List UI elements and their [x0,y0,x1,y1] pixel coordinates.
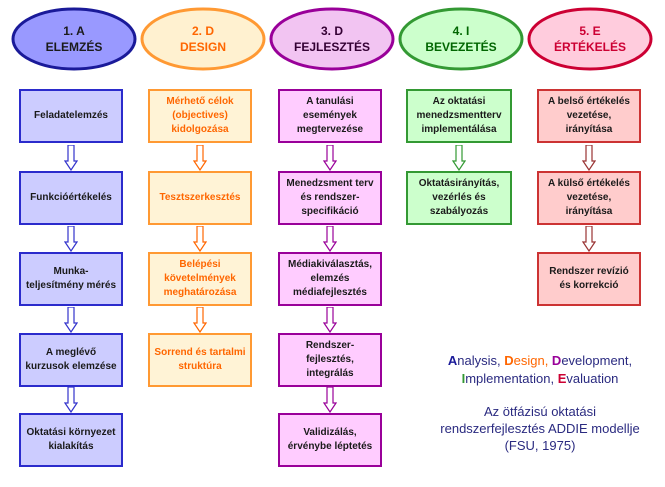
phase-ellipse [269,7,395,71]
design-step-box: Mérhető célok (objectives) kidolgozása [148,89,252,143]
implementation-step-box: Oktatásirányítás, vezérlés és szabályozá… [406,171,512,225]
phase-name: BEVEZETÉS [425,40,497,54]
development-step-box: A tanulási események megtervezése [278,89,382,143]
design-step-box: Tesztszerkesztés [148,171,252,225]
design-step-box: Belépési követelmények meghatározása [148,252,252,306]
down-arrow-icon [582,226,596,252]
analysis-step-box: Munka-teljesítmény mérés [19,252,123,306]
phase-header-analysis: 1. A ELEMZÉS [10,6,138,72]
phase-ellipse [398,7,524,71]
phase-title: 4. I BEVEZETÉS [397,6,525,72]
phase-header-development: 3. D FEJLESZTÉS [268,6,396,72]
phase-number: 5. E [579,24,601,38]
phase-header-design: 2. D DESIGN [139,6,267,72]
legend-design-initial: D [504,353,514,368]
down-arrow-icon [64,145,78,171]
down-arrow-icon [193,226,207,252]
phase-name: ÉRTÉKELÉS [553,40,626,54]
down-arrow-icon [582,145,596,171]
down-arrow-icon [64,307,78,333]
phase-ellipse [140,7,266,71]
implementation-step-box: Az oktatási menedzsmentterv implementálá… [406,89,512,143]
evaluation-step-box: A külső értékelés vezetése, irányítása [537,171,641,225]
legend-implementation-initial: I [461,371,466,386]
legend-evaluation-rest: valuation [566,371,619,386]
down-arrow-icon [193,145,207,171]
phase-title: 2. D DESIGN [139,6,267,72]
phase-number: 1. A [63,24,85,38]
legend-analysis-initial: A [447,353,458,368]
phase-name: ELEMZÉS [45,40,103,54]
evaluation-step-box: A belső értékelés vezetése, irányítása [537,89,641,143]
addie-acronym-legend: Analysis, Design, Development, Implement… [420,352,660,388]
phase-ellipse [527,7,653,71]
caption-line: rendszerfejlesztés ADDIE modellje [440,421,640,436]
down-arrow-icon [323,387,337,413]
analysis-step-box: Feladatelemzés [19,89,123,143]
model-caption: Az ötfázisú oktatási rendszerfejlesztés … [420,403,660,454]
legend-implementation-rest: mplementation, [465,371,558,386]
development-step-box: Rendszer-fejlesztés, integrálás [278,333,382,387]
phase-title: 5. E ÉRTÉKELÉS [526,6,654,72]
development-step-box: Médiakiválasztás, elemzés médiafejleszté… [278,252,382,306]
legend-analysis-rest: nalysis, [457,353,505,368]
evaluation-step-box: Rendszer revízió és korrekció [537,252,641,306]
legend-development-initial: D [551,353,562,368]
phase-header-implementation: 4. I BEVEZETÉS [397,6,525,72]
down-arrow-icon [323,145,337,171]
down-arrow-icon [323,307,337,333]
phase-name: DESIGN [179,40,226,54]
legend-design-rest: esign, [513,353,552,368]
development-step-box: Menedzsment terv és rendszer-specifikáci… [278,171,382,225]
phase-ellipse [11,7,137,71]
down-arrow-icon [64,387,78,413]
down-arrow-icon [64,226,78,252]
design-step-box: Sorrend és tartalmi struktúra [148,333,252,387]
analysis-step-box: A meglévő kurzusok elemzése [19,333,123,387]
development-step-box: Validizálás, érvénybe léptetés [278,413,382,467]
phase-number: 3. D [320,24,343,38]
legend-evaluation-initial: E [557,371,567,386]
phase-header-evaluation: 5. E ÉRTÉKELÉS [526,6,654,72]
analysis-step-box: Oktatási környezet kialakítás [19,413,123,467]
caption-line: Az ötfázisú oktatási [484,404,596,419]
phase-title: 1. A ELEMZÉS [10,6,138,72]
down-arrow-icon [193,307,207,333]
legend-development-rest: evelopment, [561,353,633,368]
caption-line: (FSU, 1975) [504,438,576,453]
phase-number: 2. D [191,24,214,38]
down-arrow-icon [323,226,337,252]
phase-number: 4. I [452,24,470,38]
phase-name: FEJLESZTÉS [293,40,370,54]
analysis-step-box: Funkcióértékelés [19,171,123,225]
phase-title: 3. D FEJLESZTÉS [268,6,396,72]
down-arrow-icon [452,145,466,171]
